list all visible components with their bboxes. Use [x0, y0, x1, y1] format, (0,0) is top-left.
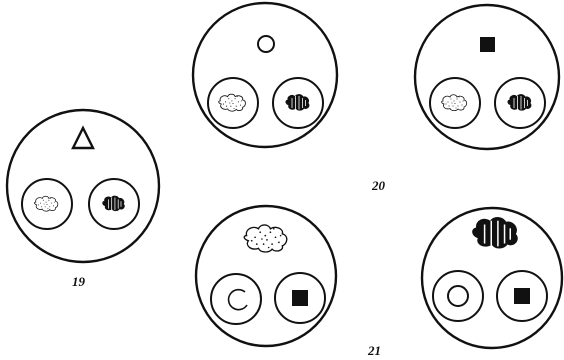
left-cup — [433, 271, 483, 321]
dark-striped-blob — [473, 218, 517, 248]
panel-20-left — [193, 3, 337, 147]
dark-striped-blob — [508, 94, 531, 110]
outer-dish — [415, 5, 559, 149]
light-speckled-blob — [219, 94, 246, 111]
circle-sample — [448, 286, 468, 306]
square-sample — [292, 290, 308, 306]
light-speckled-blob — [442, 95, 467, 111]
triangle-sample — [73, 128, 93, 148]
figure-label-20: 20 — [371, 178, 386, 193]
panel-20-right — [415, 5, 559, 149]
dark-striped-blob — [103, 196, 125, 211]
square-sample — [514, 288, 530, 304]
dark-striped-blob — [286, 94, 309, 110]
open-circle-sample — [229, 290, 247, 310]
outer-dish — [193, 3, 337, 147]
circle-sample — [258, 36, 274, 52]
light-speckled-blob — [244, 225, 287, 252]
figure-label-19: 19 — [72, 274, 86, 289]
panel-19: 19 — [7, 110, 159, 289]
panel-21-right — [422, 208, 562, 348]
left-cup — [211, 274, 261, 324]
figure-label-21: 21 — [367, 343, 381, 358]
panel-21-left — [196, 206, 336, 346]
square-sample — [480, 37, 495, 52]
light-speckled-blob — [34, 196, 57, 211]
